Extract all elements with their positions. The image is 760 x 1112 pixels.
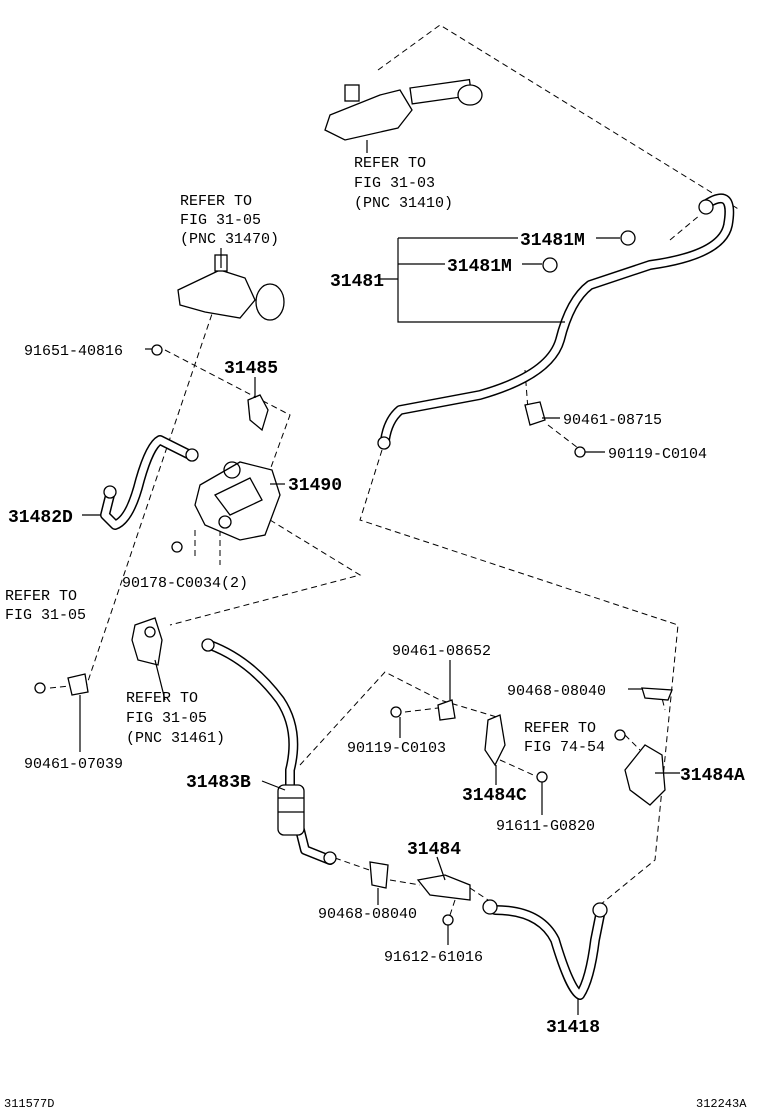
ref-line: REFER TO: [180, 193, 252, 210]
part-label-91612-61016: 91612-61016: [384, 949, 483, 966]
ref-fig-31-03: REFER TO FIG 31-03 (PNC 31410): [354, 155, 453, 212]
pipes: [100, 193, 735, 1000]
leader-lines: [79, 140, 680, 1015]
part-label-90461-08652: 90461-08652: [392, 643, 491, 660]
ref-line: (PNC 31470): [180, 231, 279, 248]
ref-fig-31-05-mid: REFER TO FIG 31-05 (PNC 31461): [126, 690, 225, 747]
part-label-91611-G0820: 91611-G0820: [496, 818, 595, 835]
clutch-valve-top: [177, 254, 285, 321]
part-label-90119-C0104: 90119-C0104: [608, 446, 707, 463]
part-label-31483B: 31483B: [186, 773, 251, 793]
dashed-connectors: [49, 24, 741, 916]
part-label-31484: 31484: [407, 840, 461, 860]
ref-line: (PNC 31461): [126, 730, 225, 747]
part-label-90119-C0103: 90119-C0103: [347, 740, 446, 757]
master-cylinder: [324, 78, 483, 141]
bracket-left: [131, 617, 163, 666]
part-label-90468-08040-b: 90468-08040: [318, 906, 417, 923]
ref-fig-74-54: REFER TO FIG 74-54: [524, 720, 605, 756]
part-label-90461-07039: 90461-07039: [24, 756, 123, 773]
part-label-91651-40816: 91651-40816: [24, 343, 123, 360]
ref-fig-31-05-top: REFER TO FIG 31-05 (PNC 31470): [180, 193, 279, 248]
part-label-90178-C0034: 90178-C0034(2): [122, 575, 248, 592]
ref-line: REFER TO: [5, 588, 77, 605]
ref-line: FIG 74-54: [524, 739, 605, 756]
clutch-unit-31490: [194, 461, 281, 541]
part-label-31485: 31485: [224, 359, 278, 379]
ref-line: FIG 31-05: [180, 212, 261, 229]
part-label-31481M-b: 31481M: [447, 257, 512, 277]
ref-line: FIG 31-05: [5, 607, 86, 624]
fasteners: [34, 199, 714, 926]
part-label-31481M-a: 31481M: [520, 231, 585, 251]
part-label-90461-08715: 90461-08715: [563, 412, 662, 429]
illustration-code-left: 311577D: [4, 1097, 54, 1111]
part-label-31481: 31481: [330, 272, 384, 292]
part-label-31418: 31418: [546, 1018, 600, 1038]
part-label-31484C: 31484C: [462, 786, 527, 806]
part-label-31484A: 31484A: [680, 766, 745, 786]
part-label-31490: 31490: [288, 476, 342, 496]
ref-line: (PNC 31410): [354, 195, 453, 212]
bracket-31484C: [484, 714, 506, 767]
ref-fig-31-05-left: REFER TO FIG 31-05: [5, 588, 86, 624]
ref-line: FIG 31-05: [126, 710, 207, 727]
ref-line: REFER TO: [524, 720, 596, 737]
clip-90468-08040-a: [641, 687, 673, 701]
bracket-31485: [247, 394, 269, 432]
ref-line: FIG 31-03: [354, 175, 435, 192]
part-label-90468-08040-a: 90468-08040: [507, 683, 606, 700]
part-label-31482D: 31482D: [8, 508, 73, 528]
bracket-31484: [369, 861, 471, 901]
illustration-code-right: 312243A: [696, 1097, 747, 1111]
damper-31483B: [277, 784, 305, 836]
bracket-31484A: [624, 744, 666, 806]
ref-line: REFER TO: [126, 690, 198, 707]
ref-line: REFER TO: [354, 155, 426, 172]
